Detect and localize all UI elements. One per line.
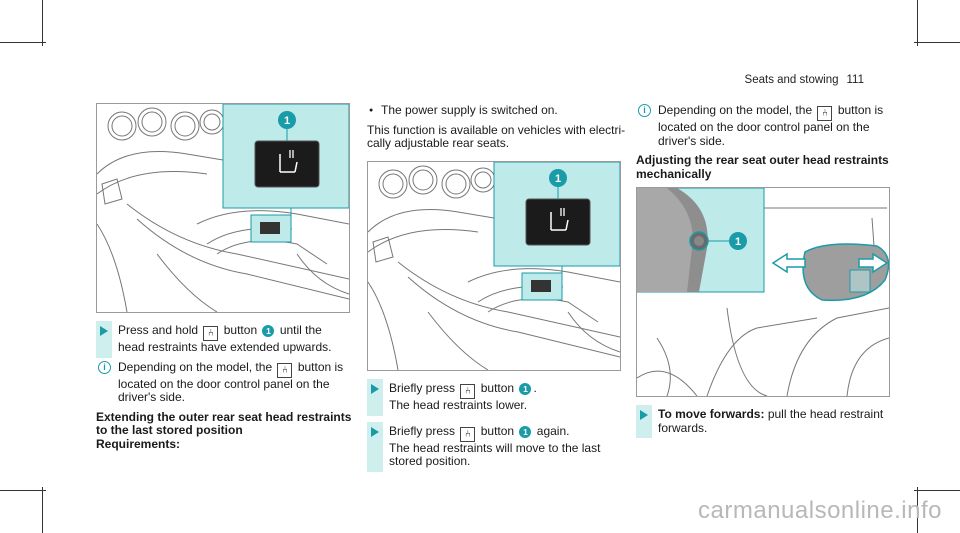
info-text: Depending on the model, the	[118, 359, 273, 374]
paragraph-line: cally adjustable rear seats.	[367, 136, 510, 150]
step: Briefly press ⑃ button 1. The head restr…	[367, 379, 629, 416]
heading-line: Adjusting the rear seat outer head restr…	[636, 153, 889, 167]
column-1: Press and hold ⑃ button 1 until the head…	[96, 321, 356, 452]
step-arrow-icon	[371, 426, 379, 437]
head-restraint-button-icon: ⑃	[817, 106, 833, 121]
step-text: .	[533, 381, 537, 395]
crop-mark	[917, 0, 918, 46]
figure-console-button: 1	[96, 103, 350, 313]
step-text: Briefly press	[389, 423, 456, 438]
requirements-label: Requirements:	[96, 436, 181, 451]
step-title: To move forwards:	[658, 407, 765, 421]
callout-number: 1	[555, 173, 561, 185]
info-note: i Depending on the model, the ⑃ button i…	[96, 359, 356, 405]
step-text: Press and hold	[118, 323, 199, 337]
step: Briefly press ⑃ button 1 again. The head…	[367, 421, 629, 472]
info-icon: i	[638, 104, 651, 117]
paragraph: This function is available on vehicles w…	[367, 122, 629, 151]
step-text: forwards.	[658, 420, 708, 435]
crop-mark	[917, 487, 918, 533]
crop-mark	[0, 42, 46, 43]
step-text: The head restraints lower.	[389, 398, 528, 412]
requirement-item: The power supply is switched on.	[367, 103, 629, 118]
heading-line: mechanically	[636, 166, 712, 181]
info-text: button is	[297, 359, 344, 374]
callout-number: 1	[284, 115, 290, 127]
step-arrow-icon	[371, 384, 379, 394]
step-text: Briefly press	[389, 381, 456, 395]
info-note: i Depending on the model, the ⑃ button i…	[636, 103, 896, 148]
info-text: located on the door control panel on the	[658, 120, 870, 134]
column-2: The power supply is switched on. This fu…	[367, 103, 629, 157]
info-text: driver's side.	[118, 390, 185, 404]
crop-mark	[914, 42, 960, 43]
crop-mark	[914, 490, 960, 491]
page-header: Seats and stowing 111	[745, 74, 864, 86]
callout-number: 1	[519, 425, 532, 438]
step-text: stored position.	[389, 454, 471, 468]
section-heading: Extending the outer rear seat head restr…	[96, 409, 356, 452]
figure-head-restraint: 1	[636, 187, 890, 397]
crop-mark	[42, 487, 43, 533]
figure-console-button-2: 1	[367, 161, 621, 371]
info-text: driver's side.	[658, 133, 725, 148]
callout-number: 1	[735, 236, 741, 248]
head-restraint-button-icon: ⑃	[277, 362, 293, 378]
step-text: The head restraints will move to the las…	[389, 440, 601, 455]
column-3: i Depending on the model, the ⑃ button i…	[636, 103, 896, 181]
step-text: pull the head restraint	[767, 407, 884, 421]
step: To move forwards: pull the head restrain…	[636, 405, 896, 438]
step-text: head restraints have extended upwards.	[118, 340, 332, 354]
step-text: button	[480, 423, 515, 438]
column-2-steps: Briefly press ⑃ button 1. The head restr…	[367, 379, 629, 475]
head-restraint-button-icon: ⑃	[203, 326, 219, 341]
step-text: button	[480, 381, 515, 395]
step-arrow-icon	[640, 410, 648, 420]
step-text: until the	[279, 323, 322, 337]
column-3-steps: To move forwards: pull the head restrain…	[636, 405, 896, 441]
info-text: located on the door control panel on the	[118, 376, 330, 391]
info-text: Depending on the model, the	[658, 103, 813, 117]
info-icon: i	[98, 360, 111, 374]
heading-line: Extending the outer rear seat head restr…	[96, 409, 352, 424]
head-restraint-button-icon: ⑃	[460, 426, 476, 442]
page-number: 111	[846, 74, 864, 86]
step: Press and hold ⑃ button 1 until the head…	[96, 321, 356, 358]
section-title: Seats and stowing	[744, 74, 839, 86]
callout-number: 1	[519, 383, 532, 395]
section-heading: Adjusting the rear seat outer head restr…	[636, 153, 896, 181]
step-text: button	[223, 323, 258, 337]
watermark: carmanualsonline.info	[698, 497, 942, 524]
info-text: button is	[837, 103, 884, 117]
crop-mark	[0, 490, 46, 491]
step-text: again.	[536, 423, 570, 438]
paragraph-line: This function is available on vehicles w…	[367, 122, 626, 137]
step-arrow-icon	[100, 326, 108, 336]
callout-number: 1	[262, 325, 275, 337]
heading-line: to the last stored position	[96, 423, 243, 437]
head-restraint-button-icon: ⑃	[460, 384, 476, 399]
crop-mark	[42, 0, 43, 46]
